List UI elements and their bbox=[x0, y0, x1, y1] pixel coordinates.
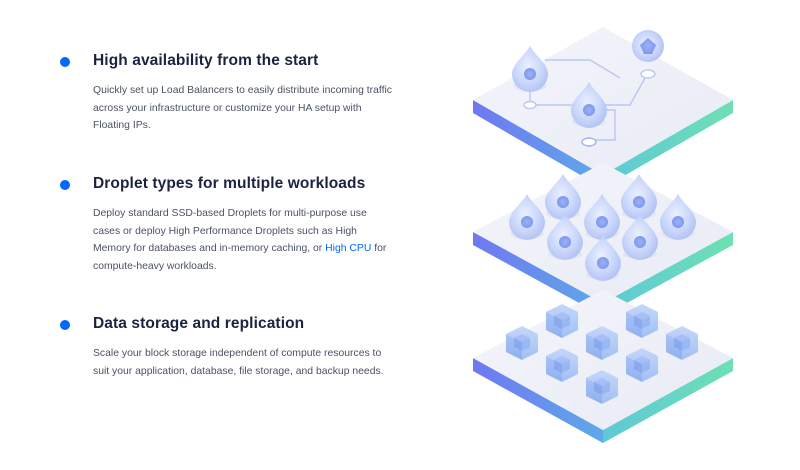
droplet-icon bbox=[571, 82, 607, 128]
storage-cube-icon bbox=[546, 304, 578, 338]
block-storage-platform bbox=[473, 290, 733, 443]
high-cpu-link[interactable]: High CPU bbox=[325, 243, 372, 254]
feature-description: Quickly set up Load Balancers to easily … bbox=[93, 85, 392, 131]
description-text: for compute-heavy workloads. bbox=[93, 243, 387, 272]
storage-cube-icon bbox=[626, 348, 658, 382]
storage-cube-icon bbox=[586, 326, 618, 360]
droplet-icon bbox=[509, 194, 545, 240]
bullet-dot-icon bbox=[60, 180, 70, 190]
features-list: High availability from the start Quickly… bbox=[60, 52, 393, 377]
storage-cube-icon bbox=[506, 326, 538, 360]
storage-cube-icon bbox=[546, 348, 578, 382]
storage-cube-icon bbox=[666, 326, 698, 360]
droplet-icon bbox=[660, 194, 696, 240]
droplets-platform bbox=[473, 163, 733, 316]
load-balancer-platform bbox=[473, 27, 733, 188]
feature-description: Deploy standard SSD-based Droplets for m… bbox=[93, 205, 393, 275]
bullet-dot-icon bbox=[60, 57, 70, 67]
droplet-icon bbox=[545, 174, 581, 220]
droplet-icon bbox=[621, 174, 657, 220]
description-text: Deploy standard SSD-based Droplets for m… bbox=[93, 208, 367, 254]
node-dot-icon bbox=[640, 69, 656, 79]
feature-title: High availability from the start bbox=[93, 52, 319, 69]
load-balancer-icon bbox=[632, 30, 664, 62]
droplet-icon bbox=[512, 46, 548, 92]
bullet-dot-icon bbox=[60, 320, 70, 330]
droplet-icon bbox=[547, 214, 583, 260]
feature-description: Scale your block storage independent of … bbox=[93, 348, 384, 377]
feature-title: Droplet types for multiple workloads bbox=[93, 175, 366, 192]
storage-cube-icon bbox=[626, 304, 658, 338]
node-dot-icon bbox=[523, 100, 537, 110]
droplet-icon bbox=[585, 235, 621, 281]
node-dot-icon bbox=[581, 137, 597, 147]
droplet-icon bbox=[584, 194, 620, 240]
droplet-icon bbox=[622, 214, 658, 260]
feature-title: Data storage and replication bbox=[93, 315, 305, 332]
storage-cube-icon bbox=[586, 370, 618, 404]
